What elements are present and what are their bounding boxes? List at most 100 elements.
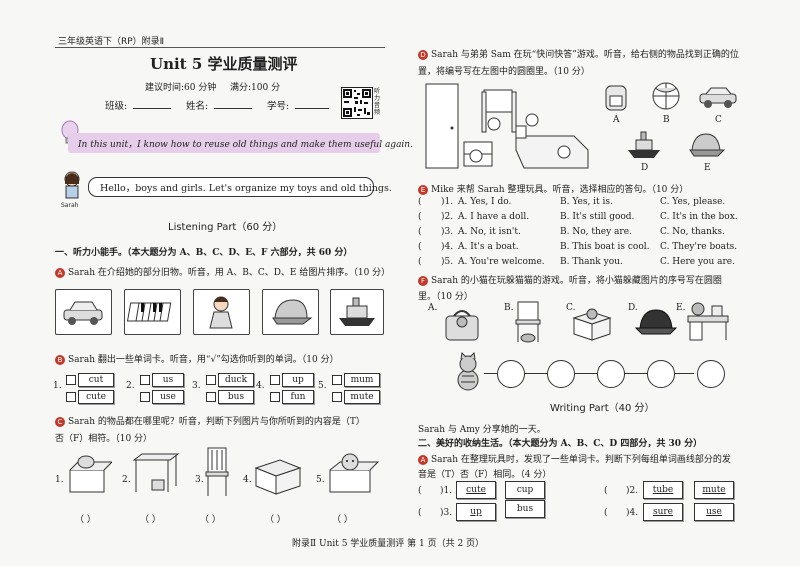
w-q1-number: )1.: [440, 486, 453, 496]
checkbox[interactable]: [140, 374, 150, 385]
w-q4-word-a: sure: [643, 503, 683, 521]
w-paren-2[interactable]: (: [604, 486, 608, 496]
toy-ship-icon: [628, 131, 660, 158]
part-c-text-1: Sarah 的物品都在哪里呢？听音，判断下列图片与你所听到的内容是（T）: [68, 417, 365, 427]
e-q2-option-a[interactable]: A. I have a doll.: [458, 212, 530, 222]
e-paren-2[interactable]: (: [418, 212, 422, 222]
checkbox[interactable]: [332, 391, 342, 402]
part-f-text-1: Sarah 的小猫在玩躲猫猫的游戏。听音，将小猫躲藏图片的序号写在圆圈: [431, 276, 722, 286]
word-pair-5[interactable]: mum mute: [332, 373, 380, 404]
e-q4-option-c[interactable]: C. They're boats.: [660, 242, 738, 252]
id-field[interactable]: [295, 108, 329, 109]
answer-circle-2[interactable]: [547, 360, 575, 388]
checkbox[interactable]: [332, 374, 342, 385]
e-q1-option-c[interactable]: C. Yes, please.: [660, 197, 726, 207]
e-q1-option-b[interactable]: B. Yes, it is.: [560, 197, 613, 207]
e-q4-option-b[interactable]: B. This boat is cool.: [560, 242, 650, 252]
f-label-d: D.: [628, 303, 638, 313]
answer-circle-5[interactable]: [697, 360, 725, 388]
word-pair-4-number: 4.: [256, 381, 265, 391]
answer-circle-1[interactable]: [497, 360, 525, 388]
d-label-d: D: [641, 163, 649, 173]
picture-card-boat: [330, 289, 384, 335]
answer-paren[interactable]: （ ）: [200, 515, 221, 525]
part-e-badge: E: [418, 184, 428, 195]
checkbox[interactable]: [206, 391, 216, 402]
e-q3-option-c[interactable]: C. No, thanks.: [660, 227, 725, 237]
chair-icon: [205, 447, 229, 496]
hat-icon: [689, 133, 726, 157]
answer-paren[interactable]: （ ）: [75, 515, 96, 525]
checkbox[interactable]: [270, 374, 280, 385]
toy-car-icon: [699, 87, 737, 108]
e-q1-option-a[interactable]: A. Yes, I do.: [458, 197, 512, 207]
checkbox[interactable]: [66, 374, 76, 385]
e-q3-option-b[interactable]: B. No, they are.: [560, 227, 632, 237]
part-a-badge: A: [55, 267, 65, 278]
checkbox[interactable]: [206, 374, 216, 385]
answer-circle-4[interactable]: [647, 360, 675, 388]
word-card-mum: mum: [344, 373, 380, 387]
intro-banner-text: In this unit，I know how to reuse old thi…: [78, 140, 413, 150]
class-field[interactable]: [133, 108, 171, 109]
word-pair-1-number: 1.: [53, 381, 62, 391]
checkbox[interactable]: [66, 391, 76, 402]
w-paren-1[interactable]: (: [418, 486, 422, 496]
grade-tag: 三年级英语下（RP）附录Ⅱ: [58, 37, 165, 47]
audio-label: 听力音频: [374, 88, 381, 116]
word-card-cut: cut: [78, 373, 114, 387]
w-q2-word-b: mute: [694, 481, 734, 499]
e-q3-option-a[interactable]: A. No, it isn't.: [458, 227, 521, 237]
picture-card-car: [55, 289, 112, 335]
w-paren-3[interactable]: (: [418, 508, 422, 518]
w-q3-word-a: up: [456, 503, 496, 521]
word-card-mute: mute: [344, 390, 380, 404]
part-c-text-2: 否（F）相符。（10 分）: [55, 434, 153, 444]
answer-circle-3[interactable]: [597, 360, 625, 388]
checkbox[interactable]: [270, 391, 280, 402]
part-d-text-2: 置，将编号写在左图中的圆圈里。（10 分）: [418, 67, 590, 77]
speech-bubble: [88, 177, 374, 197]
f-label-e: E.: [676, 303, 686, 313]
part-f-text-2: 里。（10 分）: [418, 292, 473, 302]
e-q2-option-b[interactable]: B. It's still good.: [560, 212, 635, 222]
qr-code-icon[interactable]: [341, 87, 373, 119]
e-q5-option-b[interactable]: B. Thank you.: [560, 257, 623, 267]
w-q1-word-a: cute: [456, 481, 496, 499]
name-field[interactable]: [214, 108, 252, 109]
ball-icon: [652, 82, 680, 110]
box-with-puppy-icon: [329, 453, 380, 493]
e-q4-number: )4.: [441, 242, 454, 252]
w-paren-4[interactable]: (: [604, 508, 608, 518]
e-paren-3[interactable]: (: [418, 227, 422, 237]
suggested-time: 建议时间:60 分钟: [145, 83, 217, 93]
answer-paren[interactable]: （ ）: [332, 515, 353, 525]
page-title: Unit 5 学业质量测评: [150, 55, 298, 73]
e-q1-number: )1.: [441, 197, 454, 207]
answer-paren[interactable]: （ ）: [140, 515, 161, 525]
part-e-text: Mike 来帮 Sarah 整理玩具。听音，选择相应的答句。（10 分）: [431, 185, 689, 195]
checkbox[interactable]: [140, 391, 150, 402]
tabby-cat-icon: [457, 352, 479, 391]
e-paren-1[interactable]: (: [418, 197, 422, 207]
e-q2-option-c[interactable]: C. It's in the box.: [660, 212, 738, 222]
c-item-3-number: 3.: [195, 475, 204, 485]
e-q5-number: )5.: [441, 257, 454, 267]
w-part-a-text-2: 音是（T）否（F）相同。（4 分）: [418, 470, 552, 480]
open-box-icon: [254, 459, 302, 495]
e-paren-5[interactable]: (: [418, 257, 422, 267]
e-q5-option-c[interactable]: C. Here you are.: [660, 257, 735, 267]
answer-paren[interactable]: （ ）: [265, 515, 286, 525]
e-q5-option-a[interactable]: A. You're welcome.: [458, 257, 545, 267]
e-q4-option-a[interactable]: A. It's a boat.: [458, 242, 519, 252]
intro-banner: [68, 133, 380, 153]
e-paren-4[interactable]: (: [418, 242, 422, 252]
